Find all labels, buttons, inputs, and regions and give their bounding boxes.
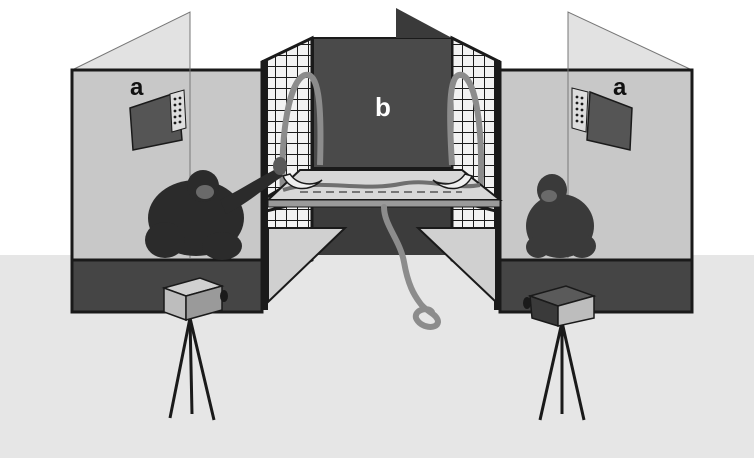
label-a-right: a — [613, 74, 627, 101]
left-booth — [72, 12, 262, 312]
label-a-left: a — [130, 74, 144, 101]
left-booth-glass — [72, 12, 190, 70]
right-booth-glass — [568, 12, 692, 70]
right-booth — [500, 12, 692, 312]
label-b: b — [375, 92, 391, 122]
